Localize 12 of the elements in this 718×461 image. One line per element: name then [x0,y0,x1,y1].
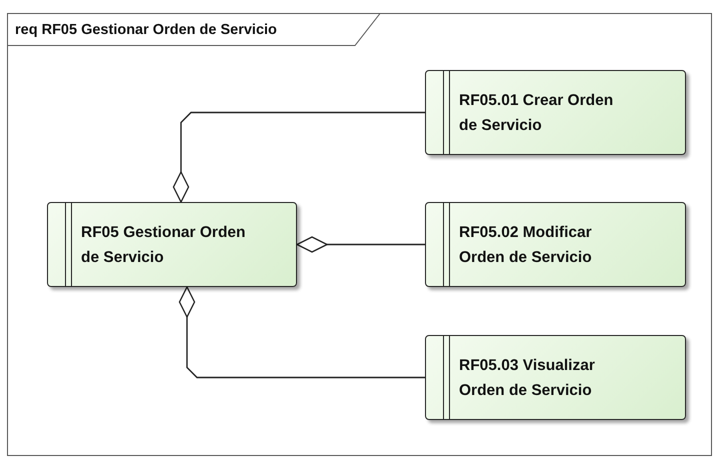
requirement-box [425,202,686,287]
requirement-name: RF05 Gestionar Orden de Servicio [81,222,247,268]
requirement-name: RF05.01 Crear Orden de Servicio [459,90,614,136]
requirement-name: RF05.02 Modificar Orden de Servicio [459,222,593,268]
requirement-name: RF05.03 Visualizar Orden de Servicio [459,356,596,400]
aggregation-connector [296,236,425,253]
frame-title: req RF05 Gestionar Orden de Servicio [15,22,277,38]
requirement-box [47,202,297,287]
aggregation-connector [178,286,425,378]
requirement-box [425,70,686,155]
aggregation-connector [172,112,425,203]
requirement-box [425,335,686,420]
